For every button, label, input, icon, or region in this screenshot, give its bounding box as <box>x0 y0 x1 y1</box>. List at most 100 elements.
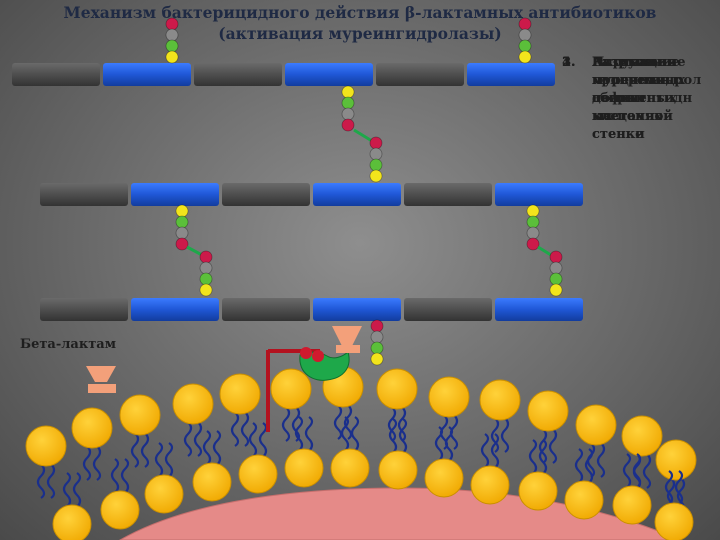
lipid-tail <box>434 426 444 462</box>
lipid-head <box>330 448 370 488</box>
inner-lipid <box>192 430 232 502</box>
nam-block <box>40 298 128 321</box>
beta-lactam-label: Бета-лактам <box>20 337 117 352</box>
lipid-head <box>71 407 113 449</box>
lipid-head <box>119 394 161 436</box>
outer-lipid <box>25 425 67 499</box>
title-line-1: Механизм бактерицидного действия β-лакта… <box>63 3 657 22</box>
crosslink <box>186 245 203 257</box>
lipid-tail <box>490 433 500 469</box>
step-number: 2. <box>562 55 576 70</box>
step-number: 1. <box>562 55 576 70</box>
peptide-chain <box>526 204 540 251</box>
lipid-tail <box>444 426 454 462</box>
inner-lipid <box>564 448 604 520</box>
lipid-tail <box>294 416 304 452</box>
nam-block <box>12 63 100 86</box>
amino-acid-bead <box>370 319 384 333</box>
enzyme-site <box>312 350 324 362</box>
peptide-chain <box>518 17 532 64</box>
nag-block <box>285 63 373 86</box>
nam-block <box>404 298 492 321</box>
nam-block <box>222 183 310 206</box>
step-text: Активация муреингидролазы в клеточной ст… <box>592 55 702 142</box>
lipid-tail <box>490 417 500 453</box>
peptide-chain <box>341 85 355 132</box>
mureinhydrolase-enzyme <box>266 326 362 432</box>
lipid-head <box>518 471 558 511</box>
lipid-head <box>564 480 604 520</box>
inner-lipid <box>654 470 694 540</box>
inner-lipid <box>100 458 140 530</box>
lipid-head <box>527 390 569 432</box>
amino-acid-bead <box>199 272 213 286</box>
lipid-head <box>25 425 67 467</box>
amino-acid-bead <box>549 272 563 286</box>
lipid-tail <box>622 453 632 489</box>
step-text: Разрушение муреина в дефектных местах <box>592 55 686 124</box>
lipid-tail <box>130 432 140 468</box>
lipid-tail <box>72 472 82 508</box>
lipid-tail <box>230 411 240 447</box>
lipid-tail <box>164 442 174 478</box>
amino-acid-bead <box>370 352 384 366</box>
amino-acid-bead <box>175 226 189 240</box>
lipid-tail <box>500 417 510 453</box>
lipid-tail <box>397 406 407 442</box>
nag-block <box>313 298 401 321</box>
lipid-head <box>52 504 92 540</box>
enzyme-site <box>300 347 312 359</box>
lipid-head <box>376 368 418 410</box>
inner-lipid <box>470 433 510 505</box>
amino-acid-bead <box>526 204 540 218</box>
outer-lipid <box>219 373 261 447</box>
lipid-tail <box>140 432 150 468</box>
lipid-head <box>172 383 214 425</box>
beta-lactam-molecule <box>86 366 116 393</box>
cell-membrane <box>25 366 697 540</box>
amino-acid-bead <box>175 215 189 229</box>
lipid-tail <box>350 416 360 452</box>
lipid-head <box>655 439 697 481</box>
nag-block <box>495 298 583 321</box>
lipid-tail <box>538 439 548 475</box>
lipid-head <box>378 450 418 490</box>
amino-acid-bead <box>370 341 384 355</box>
amino-acid-bead <box>199 283 213 297</box>
lipid-tail <box>212 430 222 466</box>
amino-acid-bead <box>175 237 189 251</box>
outer-lipid <box>575 404 617 478</box>
amino-acid-bead <box>341 107 355 121</box>
outer-lipid <box>270 368 312 442</box>
peptide-chain <box>199 250 213 297</box>
lipid-tail <box>183 421 193 457</box>
crosslink <box>537 245 552 257</box>
lipid-tail <box>110 458 120 494</box>
lipid-head <box>575 404 617 446</box>
lipid-tail <box>92 445 102 481</box>
lipid-tail <box>248 422 258 458</box>
inner-lipid <box>284 416 324 488</box>
lipid-tail <box>664 470 674 506</box>
crosslink <box>353 128 373 143</box>
lipid-tail <box>82 445 92 481</box>
lipid-tail <box>36 463 46 499</box>
lipid-tail <box>632 453 642 489</box>
amino-acid-bead <box>369 136 383 150</box>
lipid-tail <box>304 416 314 452</box>
inner-lipid <box>52 472 92 540</box>
lipid-tail <box>398 418 408 454</box>
lipid-head <box>470 465 510 505</box>
lipid-tail <box>258 422 268 458</box>
lipid-head <box>424 458 464 498</box>
lipid-tail <box>333 404 343 440</box>
lipid-tail <box>120 458 130 494</box>
outer-lipid <box>172 383 214 457</box>
peptide-chain <box>175 204 189 251</box>
nam-block <box>194 63 282 86</box>
amino-acid-bead <box>526 226 540 240</box>
step-text: Разрывы в поперечных полипептидных цепях <box>592 55 693 124</box>
outer-lipid <box>376 368 418 442</box>
amino-acid-bead <box>549 261 563 275</box>
lipid-tail <box>291 406 301 442</box>
